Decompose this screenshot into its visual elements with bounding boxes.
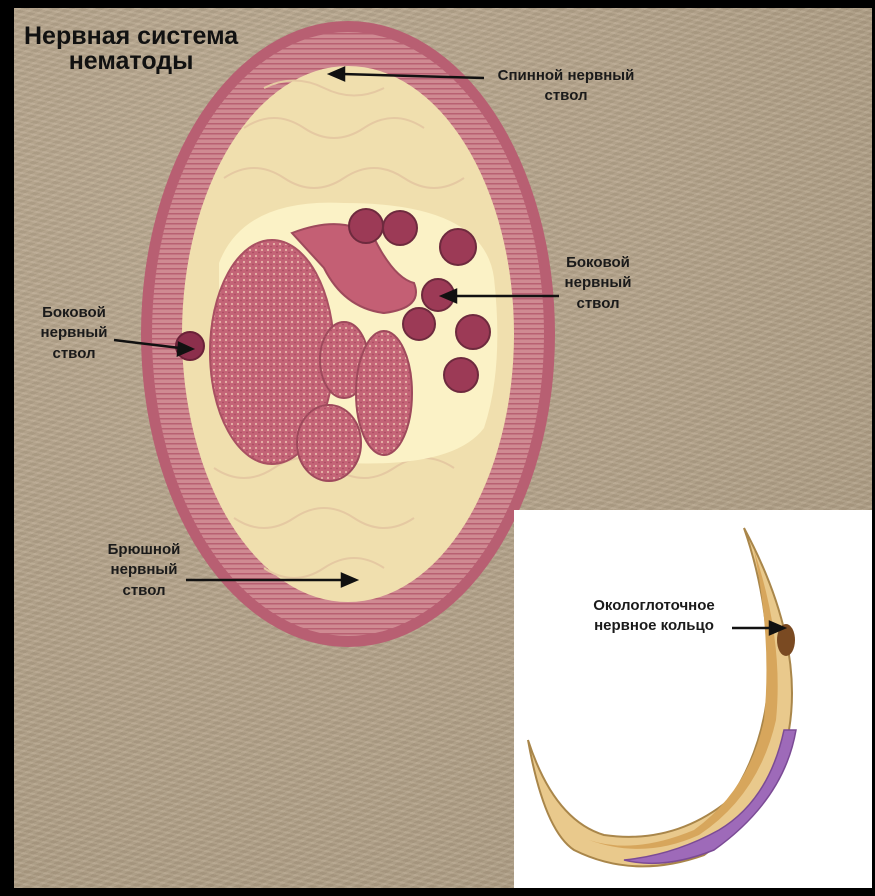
label-lateral-nerve-right: Боковой нервный ствол <box>558 253 638 314</box>
inset-panel: Окологлоточное нервное кольцо <box>514 510 872 888</box>
label-dorsal-nerve: Спинной нервный ствол <box>486 66 646 107</box>
label-lateral-nerve-left: Боковой нервный ствол <box>32 303 116 364</box>
diagram-canvas: Нервная система нематоды Спинной нервный… <box>14 8 872 888</box>
diagram-title: Нервная система нематоды <box>24 24 238 74</box>
inset-arrow <box>732 622 784 634</box>
label-ventral-nerve: Брюшной нервный ствол <box>99 540 189 601</box>
label-nerve-ring: Окологлоточное нервное кольцо <box>574 596 734 637</box>
nematode-illustration <box>514 510 872 888</box>
